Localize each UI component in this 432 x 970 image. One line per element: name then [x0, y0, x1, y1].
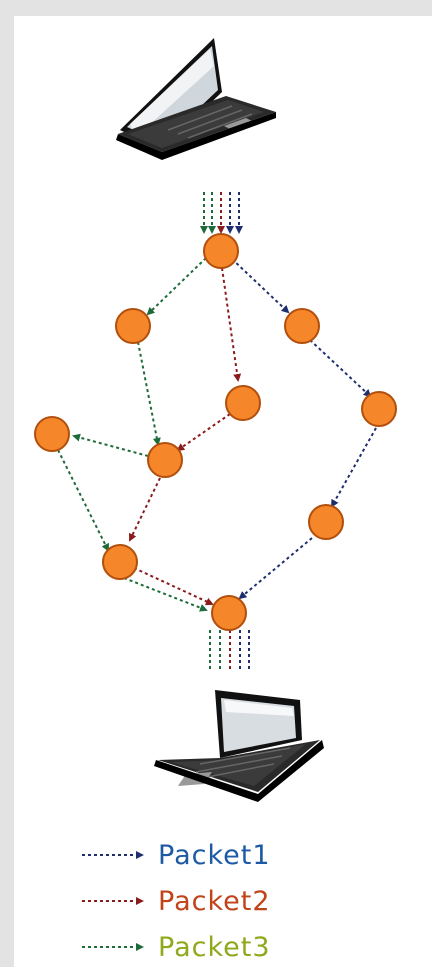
router-node	[361, 391, 397, 427]
router-node	[147, 442, 183, 478]
network-diagram	[34, 38, 397, 802]
destination-laptop-icon	[154, 690, 324, 802]
legend-item-packet3: Packet3	[82, 924, 412, 970]
legend: Packet1 Packet2 Packet3	[82, 832, 412, 970]
packet1-path	[231, 258, 377, 600]
legend-item-packet1: Packet1	[82, 832, 412, 878]
outgoing-streams	[209, 630, 250, 672]
router-node	[34, 416, 70, 452]
legend-label-packet2: Packet2	[158, 885, 271, 917]
legend-label-packet1: Packet1	[158, 839, 271, 871]
incoming-streams	[200, 192, 243, 234]
router-nodes	[34, 233, 397, 631]
legend-arrow-packet1-icon	[82, 851, 144, 859]
legend-label-packet3: Packet3	[158, 931, 271, 963]
router-node	[211, 595, 247, 631]
legend-arrow-packet2-icon	[82, 897, 144, 905]
packet3-path	[57, 257, 208, 612]
router-node	[203, 233, 239, 269]
source-laptop-icon	[116, 38, 276, 160]
router-node	[284, 308, 320, 344]
router-node	[225, 385, 261, 421]
packet2-path	[129, 267, 242, 606]
router-node	[308, 504, 344, 540]
router-node	[102, 544, 138, 580]
router-node	[115, 308, 151, 344]
legend-arrow-packet3-icon	[82, 943, 144, 951]
legend-item-packet2: Packet2	[82, 878, 412, 924]
